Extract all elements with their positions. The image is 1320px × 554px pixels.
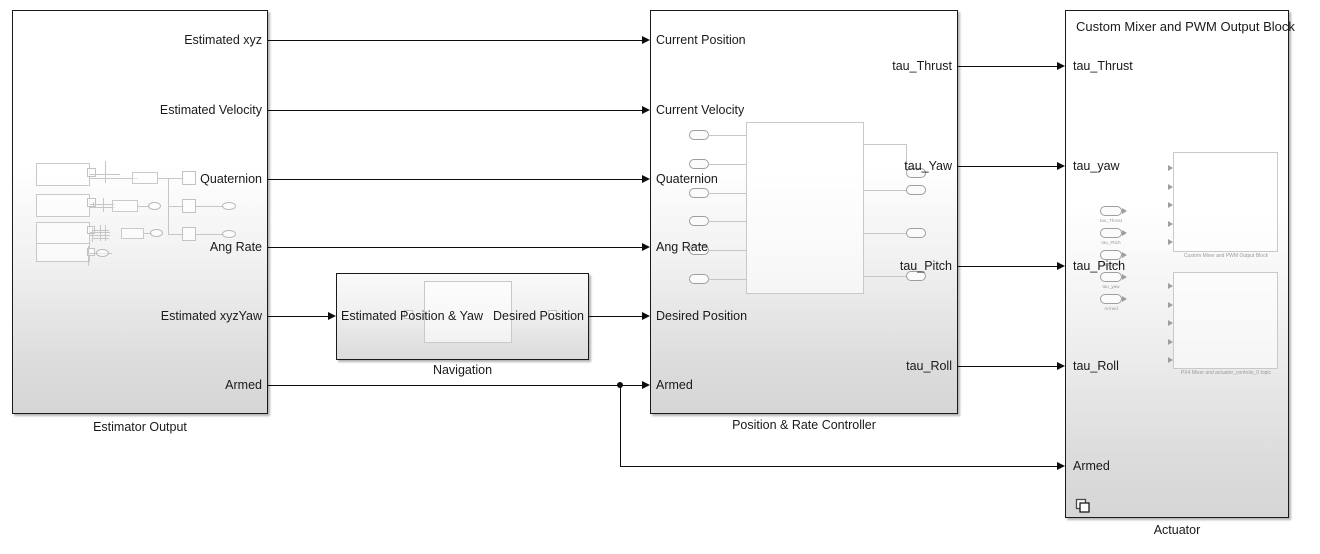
actuator-port-tau-pitch: tau_Pitch [1073, 259, 1126, 273]
controller-port-desired-position: Desired Position [656, 309, 748, 323]
signal-armed-branch-vertical [620, 385, 621, 466]
estimator-output-port-quaternion: Quaternion [200, 172, 262, 186]
navigation-preview-port-out [548, 310, 557, 319]
signal-armed-branch-horizontal [620, 466, 1057, 467]
arrow-quaternion [642, 174, 650, 183]
signal-armed-main [268, 385, 642, 386]
estimator-output-port-armed: Armed [225, 378, 262, 392]
signal-tau-yaw [958, 166, 1057, 167]
arrow-current-velocity [642, 105, 650, 114]
arrow-actuator-tau-roll [1057, 361, 1065, 370]
actuator-inner-block-caption-1: PX4 Mixer and actuator_controls_0 topic [1180, 370, 1272, 376]
arrow-actuator-tau-yaw [1057, 161, 1065, 170]
controller-port-tau-roll: tau_Roll [906, 359, 952, 373]
navigation-preview-port-in [404, 310, 413, 319]
subsystem-copy-icon[interactable] [1075, 498, 1091, 514]
navigation-port-estimated-position-yaw: Estimated Position & Yaw [341, 309, 483, 323]
arrow-controller-armed [642, 380, 650, 389]
navigation-port-desired-position: Desired Position [492, 309, 584, 323]
block-actuator[interactable] [1065, 10, 1289, 518]
arrow-desired-position [642, 311, 650, 320]
estimator-output-port-estimated-velocity: Estimated Velocity [159, 103, 262, 117]
actuator-port-armed: Armed [1073, 459, 1110, 473]
signal-estimated-velocity [268, 110, 642, 111]
actuator-port-tau-roll: tau_Roll [1073, 359, 1119, 373]
actuator-port-tau-yaw: tau_yaw [1073, 159, 1120, 173]
arrow-current-position [642, 35, 650, 44]
arrow-actuator-armed [1057, 461, 1065, 470]
controller-port-tau-yaw: tau_Yaw [904, 159, 952, 173]
actuator-preview-port-label-3: tau_yaw [1102, 284, 1120, 289]
controller-port-tau-thrust: tau_Thrust [892, 59, 952, 73]
arrow-actuator-tau-thrust [1057, 61, 1065, 70]
signal-desired-position [589, 316, 642, 317]
controller-port-current-position: Current Position [656, 33, 746, 47]
actuator-preview-port-label-1: tau_Pitch [1101, 240, 1121, 245]
arrow-actuator-tau-pitch [1057, 261, 1065, 270]
controller-port-ang-rate: Ang Rate [656, 240, 709, 254]
arrow-navigation-input [328, 311, 336, 320]
actuator-inner-title: Custom Mixer and PWM Output Block [1076, 19, 1295, 34]
signal-estimated-xyzyaw [268, 316, 328, 317]
actuator-preview-port-label-4: Armed [1104, 306, 1118, 311]
block-caption-estimator-output: Estimator Output [93, 420, 187, 434]
arrow-ang-rate [642, 242, 650, 251]
actuator-port-tau-thrust: tau_Thrust [1073, 59, 1133, 73]
estimator-output-port-estimated-xyzyaw: Estimated xyzYaw [160, 309, 262, 323]
estimator-output-port-estimated-xyz: Estimated xyz [184, 33, 262, 47]
signal-estimated-xyz [268, 40, 642, 41]
estimator-output-port-ang-rate: Ang Rate [209, 240, 262, 254]
controller-port-quaternion: Quaternion [656, 172, 718, 186]
actuator-inner-block-caption-0: Custom Mixer and PWM Output Block [1183, 253, 1269, 259]
actuator-preview-port-label-2: tau_Roll [1102, 262, 1120, 267]
actuator-preview-port-label-0: tau_Thrust [1100, 218, 1122, 223]
signal-tau-thrust [958, 66, 1057, 67]
block-caption-actuator: Actuator [1153, 523, 1201, 537]
block-caption-navigation: Navigation [432, 363, 493, 377]
controller-port-armed: Armed [656, 378, 693, 392]
signal-quaternion [268, 179, 642, 180]
signal-tau-pitch [958, 266, 1057, 267]
controller-port-tau-pitch: tau_Pitch [899, 259, 952, 273]
controller-port-current-velocity: Current Velocity [656, 103, 745, 117]
block-caption-position-rate-controller: Position & Rate Controller [732, 418, 876, 432]
signal-tau-roll [958, 366, 1057, 367]
navigation-preview [424, 281, 512, 343]
signal-ang-rate [268, 247, 642, 248]
